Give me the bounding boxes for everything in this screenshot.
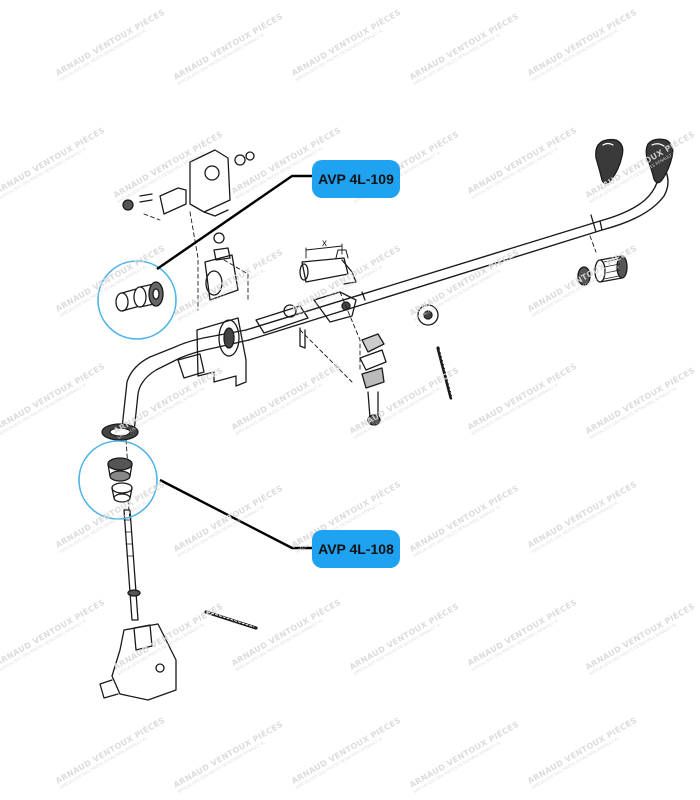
bushing-parts-108 [107, 457, 133, 503]
dimension-label: x [322, 238, 327, 249]
explosion-lines [125, 211, 597, 521]
center-hub-assembly [177, 232, 247, 387]
lower-shaft-assembly [99, 423, 177, 701]
upper-bracket [122, 149, 255, 217]
gear-knob-left [595, 138, 624, 185]
loose-spring [204, 610, 258, 630]
highlight-circle-109 [97, 260, 177, 340]
gear-knob-right [645, 138, 674, 184]
gear-shift-rod [245, 164, 669, 341]
clip-parts [359, 333, 387, 426]
knob-bushing [577, 255, 628, 286]
linkage-clamp [255, 291, 357, 349]
grommet-parts-109 [115, 281, 164, 312]
leader-line-109 [156, 174, 312, 270]
washer [417, 304, 439, 326]
dimensioned-sleeve [299, 243, 357, 285]
part-callout-avp-4l-108[interactable]: AVP 4L-108 [312, 530, 400, 568]
curved-rod [121, 329, 250, 433]
leader-line-108 [159, 478, 312, 550]
rod-spring [436, 346, 454, 401]
highlight-circle-108 [78, 440, 158, 520]
part-callout-avp-4l-109[interactable]: AVP 4L-109 [312, 160, 400, 198]
